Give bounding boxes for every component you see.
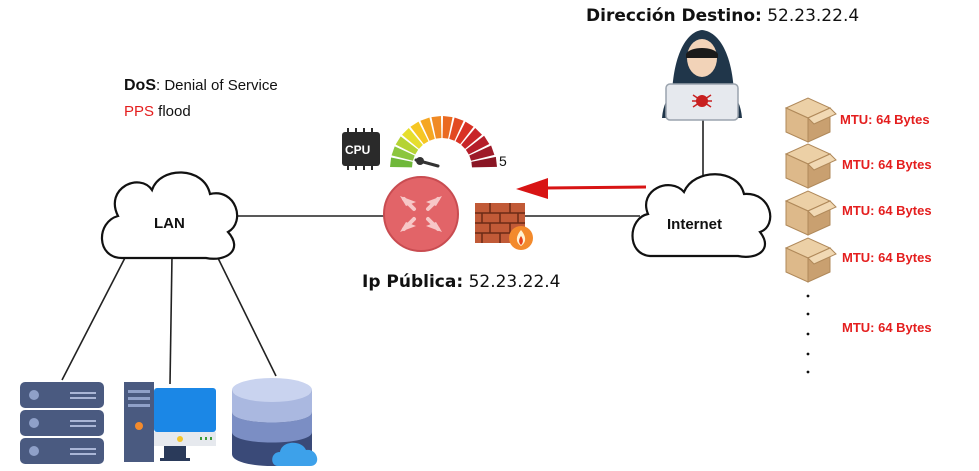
gauge-segment [461, 128, 482, 149]
database-icon [232, 378, 318, 466]
internet-label: Internet [667, 216, 723, 233]
destination-label: Dirección Destino: [586, 6, 762, 26]
destination-value: 52.23.22.4 [767, 6, 860, 26]
gauge-segment [420, 117, 435, 141]
lan-label: LAN [154, 215, 185, 232]
legend-pps: PPS flood [124, 103, 191, 120]
dos-abbr: DoS [124, 77, 156, 94]
server-icon [20, 382, 104, 464]
gauge-segment [455, 121, 474, 145]
internet-cloud [631, 173, 772, 258]
public-ip-value: 52.23.22.4 [468, 272, 561, 292]
dos-definition: : Denial of Service [156, 77, 278, 94]
mtu-label: MTU: 64 Bytes [842, 320, 932, 335]
gauge-max-label: 5 [499, 153, 507, 169]
gauge-segment [471, 156, 497, 168]
mtu-label: MTU: 64 Bytes [842, 203, 932, 218]
packet-box-icon [784, 143, 837, 189]
gauge-segment [469, 145, 495, 161]
cpu-chip-icon [342, 128, 380, 170]
packet-boxes [784, 97, 837, 283]
attack-arrow [516, 178, 647, 199]
hacker-icon [662, 30, 742, 121]
ellipsis-dots [806, 294, 810, 374]
computer-icon [124, 382, 216, 462]
gauge-segment [402, 128, 423, 149]
gauge-segment [449, 117, 464, 141]
lan-database-link [215, 253, 277, 377]
packet-box-icon [784, 190, 837, 236]
gauge-segment [442, 116, 453, 139]
connection-lines [61, 120, 704, 385]
lan-cloud [100, 171, 239, 260]
firewall-icon [475, 203, 533, 250]
gauge-segment [465, 135, 490, 155]
gauge-segment [390, 157, 413, 168]
mtu-label: MTU: 64 Bytes [840, 112, 930, 127]
lan-pc-link [169, 255, 173, 385]
packet-box-icon [784, 97, 837, 143]
destination-address: Dirección Destino: 52.23.22.4 [586, 6, 859, 26]
gauge-segment [395, 136, 419, 155]
gauge-hub [416, 157, 424, 165]
gauge-segment [410, 121, 429, 145]
packet-box-icon [784, 237, 837, 283]
pps-abbr: PPS [124, 103, 155, 120]
gauge-segment [431, 116, 442, 139]
mtu-label: MTU: 64 Bytes [842, 250, 932, 265]
router-icon [383, 176, 459, 252]
pps-definition: flood [154, 103, 191, 120]
mtu-label: MTU: 64 Bytes [842, 157, 932, 172]
lan-server-link [61, 251, 129, 381]
gauge-segment [391, 146, 415, 161]
legend-dos: DoS: Denial of Service [124, 77, 278, 95]
cpu-label: CPU [345, 143, 371, 157]
public-ip: Ip Pública: 52.23.22.4 [362, 272, 561, 292]
public-ip-label: Ip Pública: [362, 272, 464, 292]
cpu-gauge [390, 116, 497, 168]
